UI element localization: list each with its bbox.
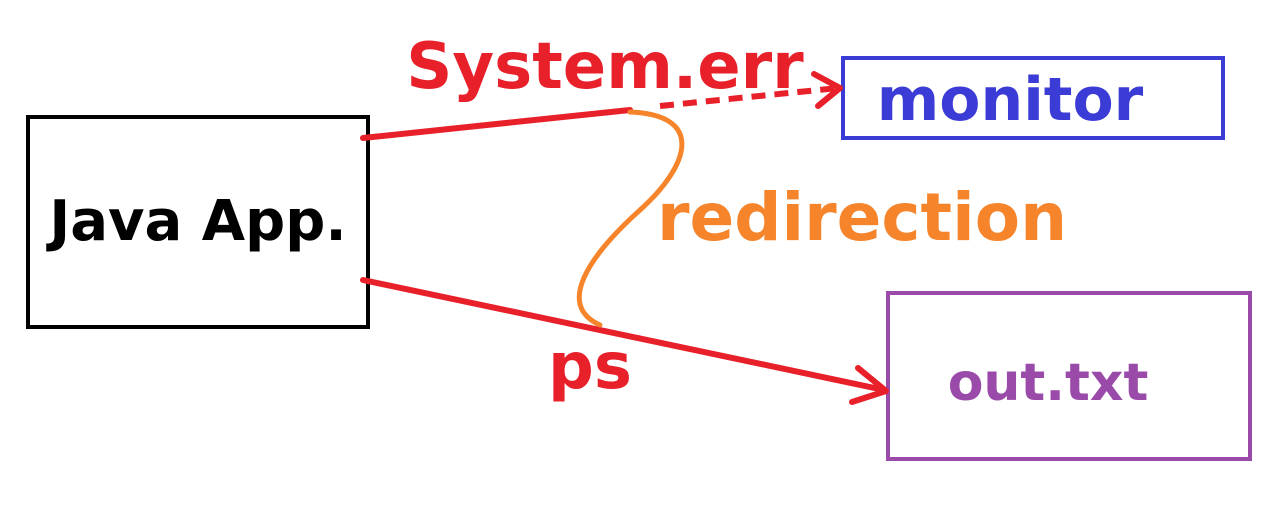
ps-arrowhead [849, 365, 889, 405]
redirection-annotation: redirection [576, 109, 1067, 328]
ps-label: ps [548, 330, 632, 404]
system-err-edge: System.err [360, 30, 843, 141]
monitor-label: monitor [877, 65, 1144, 135]
java-app-box [26, 115, 370, 329]
system-err-arrowhead [811, 71, 843, 109]
system-err-line-dashed [659, 85, 839, 109]
system-err-label: System.err [406, 30, 804, 104]
ps-line [360, 277, 887, 393]
out-txt-box [886, 291, 1252, 461]
monitor-node: monitor [841, 56, 1225, 140]
java-app-label: Java App. [45, 189, 346, 254]
redirection-curve [576, 109, 685, 328]
ps-edge: ps [360, 277, 889, 405]
monitor-box [841, 56, 1225, 140]
out-txt-node: out.txt [886, 291, 1252, 461]
redirection-label: redirection [657, 179, 1067, 256]
java-app-node: Java App. [26, 115, 370, 329]
system-err-line-solid [360, 107, 633, 141]
out-txt-label: out.txt [948, 353, 1149, 413]
